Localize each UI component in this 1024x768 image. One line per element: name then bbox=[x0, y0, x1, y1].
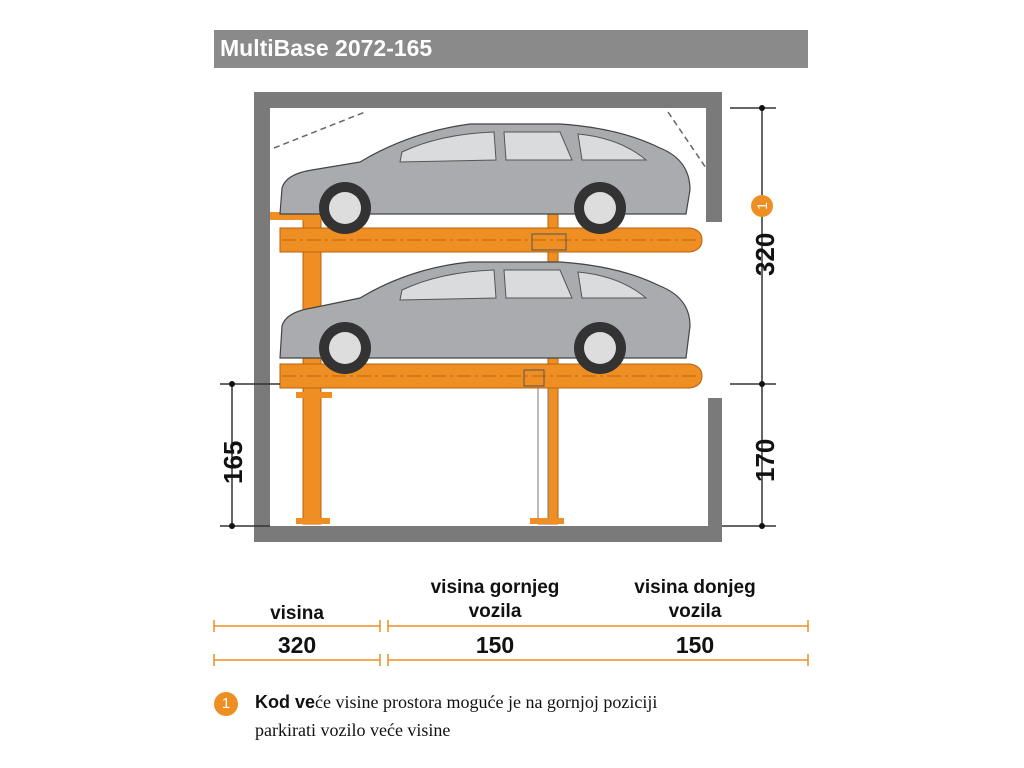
col-header-visina: visina bbox=[270, 603, 324, 624]
left-dimension bbox=[220, 381, 280, 529]
footnote-badge: 1 bbox=[214, 692, 238, 716]
dimension-165: 165 bbox=[218, 440, 248, 484]
diagram-title: MultiBase 2072-165 bbox=[220, 35, 433, 61]
value-lower: 150 bbox=[675, 632, 715, 658]
lower-car bbox=[279, 261, 691, 374]
right-dimension bbox=[722, 105, 776, 529]
dimension-badge: 1 bbox=[751, 195, 773, 217]
col-header-upper: visina gornjeg vozila bbox=[430, 577, 560, 622]
table-rules bbox=[213, 620, 809, 666]
value-upper: 150 bbox=[475, 632, 515, 658]
footnote-line-1: Kod veće visine prostora moguće je na go… bbox=[255, 692, 658, 712]
dimension-320: 320 bbox=[750, 232, 780, 276]
col-header-lower: visina donjeg vozila bbox=[634, 577, 756, 622]
value-visina: 320 bbox=[277, 632, 317, 658]
upper-car bbox=[279, 123, 691, 234]
dimension-170: 170 bbox=[750, 438, 780, 482]
title-bar bbox=[214, 30, 808, 68]
footnote-line-2: parkirati vozilo veće visine bbox=[255, 720, 451, 740]
